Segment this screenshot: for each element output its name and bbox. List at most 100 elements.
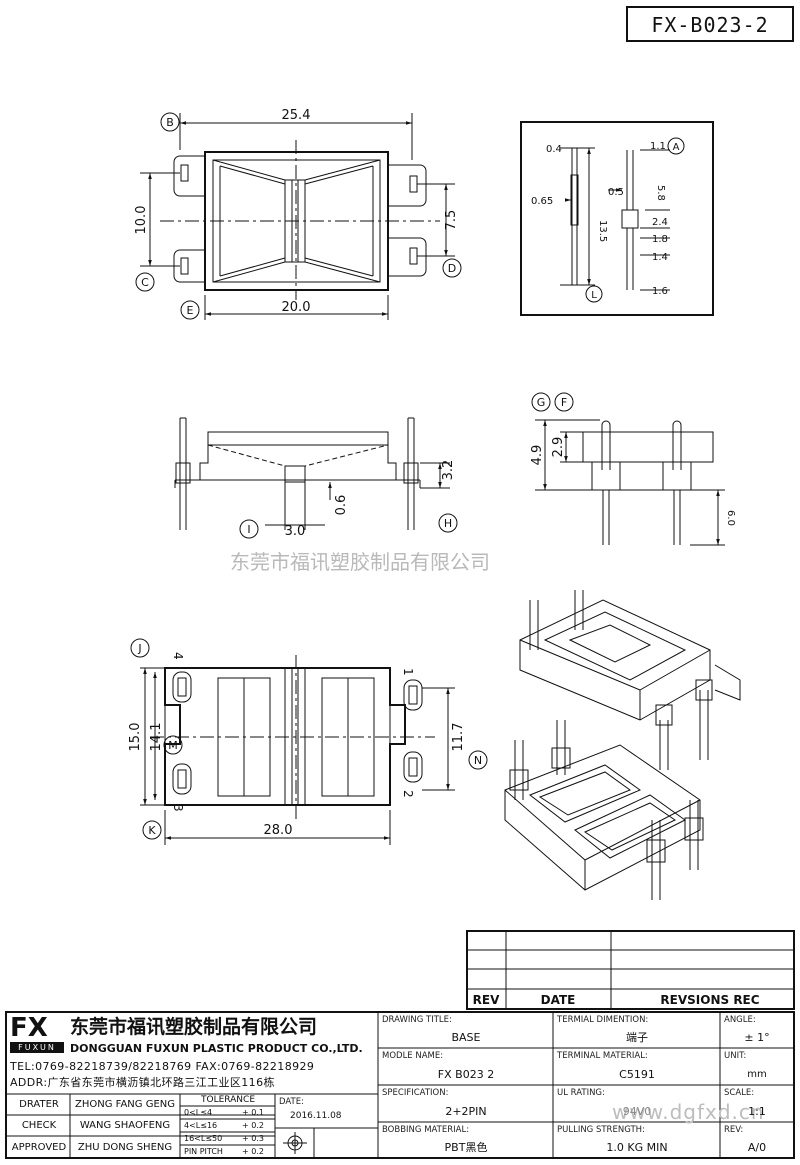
dim-2-4: 2.4 [652,217,668,228]
company-name-en: DONGGUAN FUXUN PLASTIC PRODUCT CO.,LTD. [70,1042,363,1055]
terminal-material-label: TERMINAL MATERIAL: [557,1051,648,1061]
pin-label-2: 2 [401,790,415,798]
dim-left-height: 10.0 [134,206,149,235]
dim-14-1: 14.1 [149,723,164,752]
right-view [535,419,725,546]
ul-rating-value: 94V0 [622,1105,652,1118]
dim-bottom-width: 20.0 [282,300,311,315]
dim-0-5: 0.5 [608,187,624,198]
callout-b: B [166,116,174,129]
date-header: DATE [541,993,576,1007]
tolerance-value-2: + 0.2 [242,1121,264,1130]
company-name-cn: 东莞市福讯塑胶制品有限公司 [70,1016,318,1038]
dim-2-9: 2.9 [551,437,566,458]
dim-0-6: 0.6 [334,495,349,516]
scale-value: 1:1 [748,1105,766,1118]
dim-1-1: 1.1 [650,141,666,152]
callout-g: G [537,396,546,409]
terminal-dimension-label: TERMIAL DIMENTION: [557,1015,649,1025]
callout-m: M [168,739,178,752]
pin-label-3: 3 [171,804,185,812]
dim-1-6: 1.6 [652,286,668,297]
drawing-number: FX-B023-2 [651,13,769,37]
dim-0-65: 0.65 [531,196,553,207]
callout-l: L [591,290,597,301]
bottom-view [140,655,455,845]
drawing-title-label: DRAWING TITLE: [382,1015,452,1025]
specification-label: SPECIFICATION: [382,1088,449,1098]
tolerance-range-3: 16<L≤50 [184,1134,223,1143]
iso-view-top [519,590,741,770]
company-logo: FX FUXUN [10,1014,64,1053]
drater-name: ZHONG FANG GENG [74,1099,176,1110]
rev-header: REV [473,993,500,1007]
approved-label: APPROVED [11,1142,67,1153]
tolerance-range-1: 0<L≤4 [184,1108,213,1117]
angle-value: ± 1° [744,1031,770,1044]
dim-13-5: 13.5 [597,220,608,242]
iso-view-bottom [504,720,704,900]
logo-text: FX [10,1013,48,1043]
check-label: CHECK [21,1120,57,1131]
dim-4-9: 4.9 [530,445,545,466]
revision-table [466,930,795,1010]
tolerance-range-4: PIN PITCH [184,1147,223,1156]
callout-c: C [141,276,149,289]
drater-label: DRATER [19,1099,59,1110]
pulling-strength-value: 1.0 KG MIN [606,1141,668,1154]
company-tel: TEL:0769-82218739/82218769 FAX:0769-8221… [10,1060,315,1073]
watermark-website: www.dgfxd.cn [612,1100,765,1124]
dim-5-8: 5.8 [655,185,666,201]
tolerance-value-3: + 0.3 [242,1134,264,1143]
tolerance-value-1: + 0.1 [242,1108,264,1117]
date-value: 2016.11.08 [290,1111,342,1121]
callout-k: K [148,824,156,837]
projection-symbol-icon [276,1130,277,1131]
callout-e: E [187,304,194,317]
callout-n: N [474,754,482,767]
date-label: DATE: [279,1097,304,1107]
terminal-dimension-value: 端子 [626,1031,648,1044]
dim-11-7: 11.7 [451,723,466,752]
tolerance-value-4: + 0.2 [242,1147,264,1156]
rev-value: A/0 [747,1141,767,1154]
bobbing-material-value: PBT黑色 [444,1141,488,1154]
front-view [174,417,450,530]
pin-label-1: 1 [401,668,415,676]
dim-top-width: 25.4 [282,108,311,123]
revisions-header: REVSIONS REC [660,993,759,1007]
scale-label: SCALE: [724,1088,755,1098]
top-view [140,113,455,320]
model-name-value: FX B023 2 [437,1068,495,1081]
ul-rating-label: UL RATING: [557,1088,605,1098]
logo-sub: FUXUN [10,1042,64,1053]
callout-j: J [137,642,141,655]
drawing-title-value: BASE [451,1031,481,1044]
bobbing-material-label: BOBBING MATERIAL: [382,1125,470,1135]
unit-value: mm [747,1069,767,1080]
callout-i: I [247,523,250,536]
terminal-material-value: C5191 [619,1068,655,1081]
callout-f: F [561,396,567,409]
pulling-strength-label: PULLING STRENGTH: [557,1125,645,1135]
callout-d: D [448,262,456,275]
dim-1-4: 1.4 [652,252,668,263]
callout-a: A [673,142,680,153]
callout-h: H [444,517,452,530]
pin-detail [520,121,714,316]
rev-label: REV: [724,1125,744,1135]
dim-3-2: 3.2 [441,460,456,481]
unit-label: UNIT: [724,1051,747,1061]
model-name-label: MODLE NAME: [382,1051,444,1061]
title-block-grid [5,1011,795,1159]
dim-0-4: 0.4 [546,144,562,155]
pin-label-4: 4 [171,652,185,660]
check-name: WANG SHAOFENG [79,1120,171,1131]
dim-1-8: 1.8 [652,234,668,245]
watermark-company: 东莞市福讯塑胶制品有限公司 [230,550,490,574]
company-addr: ADDR:广东省东莞市横沥镇北环路三江工业区116栋 [10,1076,275,1089]
callouts [130,112,685,840]
tolerance-label: TOLERANCE [200,1095,256,1105]
specification-value: 2+2PIN [445,1105,487,1118]
dim-28-0: 28.0 [264,823,293,838]
